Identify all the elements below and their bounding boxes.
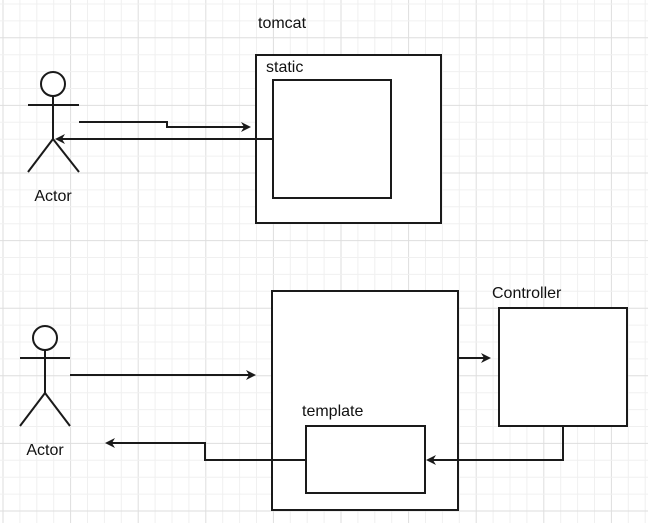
template-label: template — [302, 403, 363, 420]
controller-label: Controller — [492, 285, 562, 302]
template-box[interactable] — [305, 425, 426, 494]
actor-right-leg — [52, 138, 80, 173]
top-request-arrow[interactable] — [79, 121, 251, 132]
bottom-response-arrow[interactable] — [105, 438, 306, 461]
bottom-actor[interactable] — [19, 325, 71, 427]
actor-right-leg — [44, 392, 71, 427]
tomcat-label: tomcat — [258, 15, 307, 32]
top-actor-label: Actor — [34, 188, 72, 205]
static-inner-box[interactable] — [272, 79, 392, 199]
actor-left-leg — [27, 138, 54, 173]
static-label: static — [266, 59, 303, 76]
controller-box[interactable] — [498, 307, 628, 427]
top-actor[interactable] — [27, 71, 80, 173]
actor-left-leg — [19, 392, 46, 427]
actor-head — [32, 325, 58, 351]
actor-head — [40, 71, 66, 97]
bottom-actor-label: Actor — [26, 442, 64, 459]
controller-to-template-arrow[interactable] — [426, 426, 564, 465]
